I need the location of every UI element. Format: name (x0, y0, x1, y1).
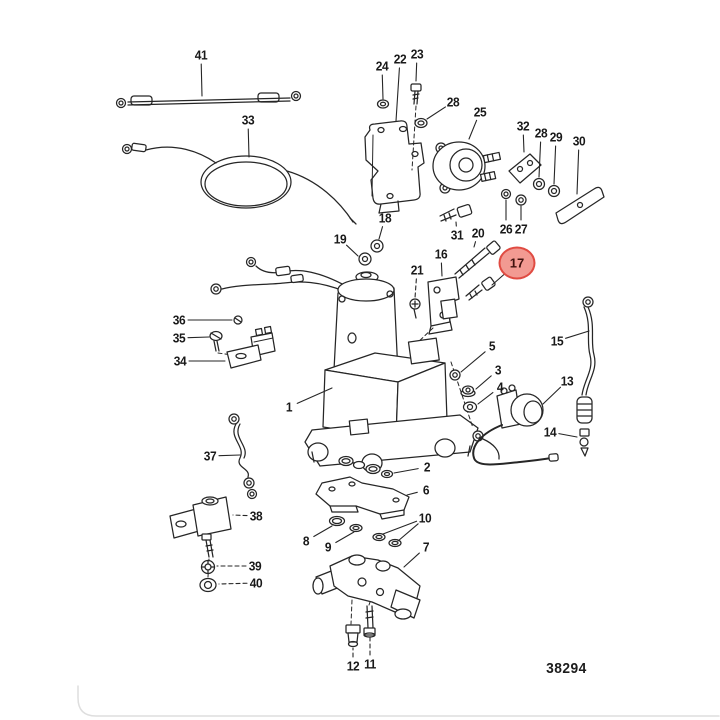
part-17-bolt (465, 276, 496, 301)
callout-24: 24 (375, 58, 389, 74)
part-37-ground-cable (228, 413, 258, 500)
callout-22: 22 (393, 51, 407, 67)
callout-34: 34 (173, 353, 187, 369)
callout-9: 9 (324, 539, 332, 555)
callout-4: 4 (496, 379, 504, 395)
callout-26: 26 (499, 221, 513, 237)
callout-30: 30 (572, 133, 586, 149)
drawing-number: 38294 (546, 661, 587, 677)
callout-29: 29 (549, 129, 563, 145)
part-31-bolt (439, 203, 473, 222)
part-23-bolt (410, 83, 422, 105)
part-25-solenoid (432, 141, 502, 194)
callout-36: 36 (172, 312, 186, 328)
callout-25: 25 (473, 104, 487, 120)
callout-10: 10 (418, 510, 432, 526)
part-28-nut (532, 177, 546, 191)
part-9-oring (349, 523, 363, 533)
part-33-coiled-cable (121, 142, 357, 225)
callout-15: 15 (550, 333, 564, 349)
part-34-switch-bracket (226, 325, 276, 369)
part-12-plug (345, 624, 361, 648)
part-3-flange-nut (460, 385, 476, 398)
part-24-lockwasher (376, 99, 390, 109)
callout-13: 13 (560, 373, 574, 389)
part-28-washer (414, 117, 428, 129)
part-38-sender (169, 496, 232, 578)
part-4-locknut (462, 401, 478, 413)
callout-38: 38 (249, 508, 263, 524)
part-7-manifold (312, 554, 421, 625)
callout-7: 7 (422, 539, 430, 555)
callout-28: 28 (446, 94, 460, 110)
callout-37: 37 (203, 448, 217, 464)
part-39-star-washer (200, 559, 216, 575)
callout-8: 8 (302, 533, 310, 549)
callout-21: 21 (410, 262, 424, 278)
part-36-screw (233, 315, 243, 325)
callout-2: 2 (423, 459, 431, 475)
part-15-cable (576, 296, 596, 424)
callout-20: 20 (471, 225, 485, 241)
part-40-nut (199, 577, 217, 593)
part-27-nut (515, 194, 527, 206)
part-32-strap (508, 153, 542, 184)
callout-39: 39 (248, 558, 262, 574)
part-26-nut (500, 188, 512, 200)
part-21-screw (409, 298, 421, 319)
part-30-pad (555, 186, 605, 225)
part-20-bolt (454, 240, 501, 279)
callout-5: 5 (488, 338, 496, 354)
callout-6: 6 (422, 482, 430, 498)
part-8-oring (328, 515, 346, 527)
callout-28-2: 28 (534, 125, 548, 141)
callout-33: 33 (241, 112, 255, 128)
highlighted-callout-17[interactable]: 17 (498, 246, 536, 280)
callout-leader-lines (187, 62, 590, 658)
callout-1: 1 (285, 399, 293, 415)
callout-23: 23 (410, 46, 424, 62)
callout-27: 27 (514, 221, 528, 237)
part-5-nut (449, 369, 461, 381)
part-13-motor-lead (472, 384, 559, 466)
part-14-connector (579, 428, 590, 457)
part-10-orings (372, 532, 402, 548)
callout-18: 18 (378, 210, 392, 226)
callout-32: 32 (516, 118, 530, 134)
part-11-bolt (363, 605, 376, 638)
part-1-pump-assembly (210, 239, 479, 473)
card-border (77, 685, 720, 717)
callout-3: 3 (494, 362, 502, 378)
callout-41: 41 (194, 47, 208, 63)
part-22-bracket (364, 120, 425, 214)
part-6-plate (315, 476, 410, 520)
callout-11: 11 (364, 656, 376, 672)
part-29-nut (547, 184, 561, 198)
callout-35: 35 (172, 330, 186, 346)
callout-16: 16 (434, 246, 448, 262)
callout-40: 40 (249, 575, 263, 591)
part-2-washers (338, 455, 394, 479)
callout-14: 14 (543, 424, 557, 440)
callout-19: 19 (333, 231, 347, 247)
part-41-cable-link (115, 90, 302, 109)
part-35-wing-screw (209, 330, 233, 356)
callout-31: 31 (450, 227, 464, 243)
callout-12: 12 (346, 658, 360, 674)
